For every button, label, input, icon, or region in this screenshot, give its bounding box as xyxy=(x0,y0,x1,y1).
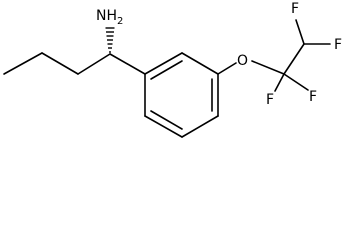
bond-propyl-2 xyxy=(41,52,79,75)
bond-ring-oxygen xyxy=(217,62,237,75)
bond-to-ring xyxy=(109,53,146,75)
fluorine-top-left-label: F xyxy=(291,1,299,17)
bond-c2-f-top-left xyxy=(295,19,305,45)
ether-oxygen-label: O xyxy=(237,53,248,69)
fluorine-bottom-right-label: F xyxy=(309,89,317,105)
structure-diagram: NH2 O F F F F xyxy=(3,1,342,138)
stereo-hash-bond xyxy=(105,27,115,53)
bond-propyl-3 xyxy=(77,53,111,75)
bond-c1-c2 xyxy=(283,43,305,75)
bond-c1-f-bottom-left xyxy=(274,73,285,92)
benzene-ring xyxy=(144,52,219,138)
bond-oxygen-carbon xyxy=(251,60,285,75)
bond-c1-f-bottom-right xyxy=(283,73,309,91)
fluorine-top-right-label: F xyxy=(334,37,342,53)
bond-propyl-1 xyxy=(3,52,43,75)
amine-label: NH2 xyxy=(96,8,123,27)
fluorine-bottom-left-label: F xyxy=(266,92,274,108)
